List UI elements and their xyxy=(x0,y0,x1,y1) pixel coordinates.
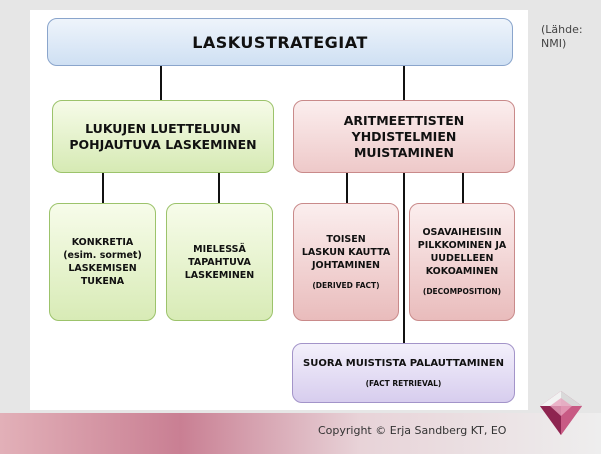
source-note-line-1: (Lähde: xyxy=(541,23,583,36)
connector-title-down-right xyxy=(403,66,405,100)
right-branch-box: ARITMEETTISTEN YHDISTELMIEN MUISTAMINEN xyxy=(293,100,515,173)
source-note-line-2: NMI) xyxy=(541,37,567,50)
left-child-2-line-3: LASKEMINEN xyxy=(184,269,255,281)
right-child-1-line-2: LASKUN KAUTTA xyxy=(301,246,391,258)
right-child-2-note: (DECOMPOSITION) xyxy=(422,287,502,296)
fact-retrieval-note: (FACT RETRIEVAL) xyxy=(365,378,442,388)
left-child-concrete-box: KONKRETIA (esim. sormet) LASKEMISEN TUKE… xyxy=(49,203,156,321)
connector-left-a xyxy=(102,173,104,203)
right-branch-title-line-1: ARITMEETTISTEN YHDISTELMIEN xyxy=(343,112,465,144)
left-branch-title-line-2: POHJAUTUVA LASKEMINEN xyxy=(69,136,257,152)
right-child-2-line-3: UUDELLEEN xyxy=(430,253,494,264)
source-note: (Lähde: NMI) xyxy=(541,23,583,51)
right-child-2-line-2: PILKKOMINEN JA xyxy=(417,240,507,251)
fact-retrieval-box: SUORA MUISTISTA PALAUTTAMINEN (FACT RETR… xyxy=(292,343,515,403)
connector-right-a xyxy=(346,173,348,203)
diamond-gem-icon xyxy=(540,391,582,435)
left-child-2-line-2: TAPAHTUVA xyxy=(188,256,251,268)
left-child-1-line-1: KONKRETIA xyxy=(71,237,134,248)
connector-right-center xyxy=(403,173,405,343)
copyright-text: Copyright © Erja Sandberg KT, EO xyxy=(318,424,507,437)
left-child-2-line-1: MIELESSÄ xyxy=(193,243,246,255)
connector-right-b xyxy=(462,173,464,203)
diagram-title-box: LASKUSTRATEGIAT xyxy=(47,18,513,66)
left-child-1-line-2: (esim. sormet) xyxy=(63,250,142,261)
right-child-2-line-4: KOKOAMINEN xyxy=(425,266,499,277)
right-branch-title-line-2: MUISTAMINEN xyxy=(353,144,455,160)
connector-title-down xyxy=(160,66,162,100)
right-child-decomposition-box: OSAVAIHEISIIN PILKKOMINEN JA UUDELLEEN K… xyxy=(409,203,515,321)
right-child-1-line-1: TOISEN xyxy=(326,233,366,245)
left-child-mental-box: MIELESSÄ TAPAHTUVA LASKEMINEN xyxy=(166,203,273,321)
right-child-derived-box: TOISEN LASKUN KAUTTA JOHTAMINEN (DERIVED… xyxy=(293,203,399,321)
left-branch-title-line-1: LUKUJEN LUETTELUUN xyxy=(85,120,241,136)
connector-left-b xyxy=(218,173,220,203)
footer-bar xyxy=(0,413,601,454)
right-child-1-note: (DERIVED FACT) xyxy=(312,280,380,290)
fact-retrieval-label: SUORA MUISTISTA PALAUTTAMINEN xyxy=(303,357,504,369)
diagram-title: LASKUSTRATEGIAT xyxy=(192,32,368,52)
left-child-1-line-4: TUKENA xyxy=(80,276,125,287)
left-branch-box: LUKUJEN LUETTELUUN POHJAUTUVA LASKEMINEN xyxy=(52,100,274,173)
right-child-1-line-3: JOHTAMINEN xyxy=(311,259,381,271)
right-child-2-line-1: OSAVAIHEISIIN xyxy=(422,227,502,238)
left-child-1-line-3: LASKEMISEN xyxy=(68,263,137,274)
